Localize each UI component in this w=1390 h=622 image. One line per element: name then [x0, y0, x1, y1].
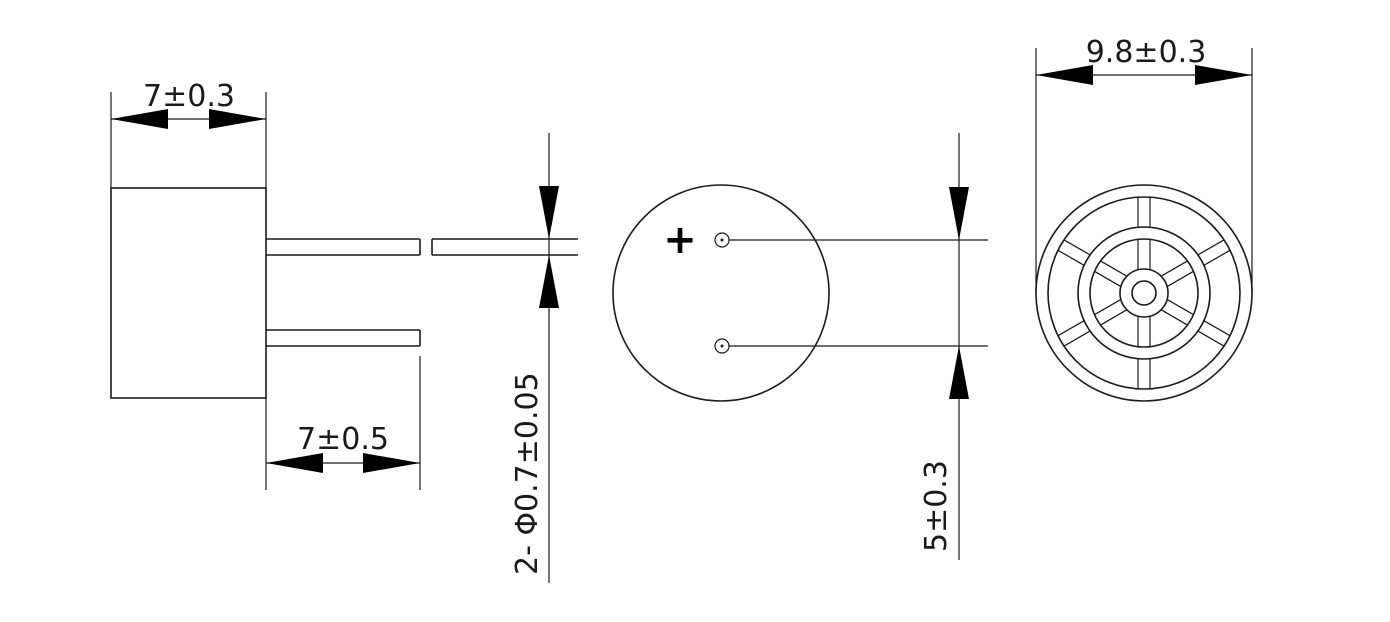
- rib-line-2: [1161, 309, 1189, 326]
- rib-line-1: [1167, 270, 1195, 287]
- inner-rim: [1047, 196, 1241, 390]
- arrow-down: [949, 187, 969, 240]
- arrow-left: [266, 453, 323, 473]
- rib-line-5: [1093, 270, 1121, 287]
- center-boss-outer: [1119, 268, 1169, 318]
- rib-line-4: [1057, 320, 1085, 337]
- upper-pin: [266, 238, 578, 256]
- rib-line-4: [1093, 299, 1121, 316]
- rib-line-2: [1203, 320, 1231, 337]
- arrow-right: [209, 109, 266, 129]
- rib-line-1: [1197, 239, 1225, 256]
- rib-line-2: [1197, 330, 1225, 347]
- rib-line-5: [1099, 260, 1127, 277]
- arrow-up: [949, 346, 969, 399]
- rib-line-4: [1063, 330, 1091, 347]
- side-view: 7±0.3 7±0.5 2- Φ0.7±0.05: [110, 79, 578, 583]
- pin-spacing-dimension: 5±0.3: [919, 133, 969, 560]
- middle-ring-outer: [1077, 226, 1211, 360]
- pin-spacing-label: 5±0.3: [919, 460, 954, 552]
- pin-diameter-label: 2- Φ0.7±0.05: [510, 372, 545, 575]
- body-length-dimension: 7±0.3: [110, 79, 267, 188]
- arrow-down: [539, 186, 559, 239]
- rib-line-2: [1167, 299, 1195, 316]
- arrow-up: [539, 255, 559, 308]
- pin-length-dimension: 7±0.5: [265, 356, 421, 490]
- arrow-left: [1036, 65, 1093, 85]
- pin-diameter-dimension: 2- Φ0.7±0.05: [510, 133, 559, 583]
- rib-line-1: [1161, 260, 1189, 277]
- buzzer-outline-front: [612, 184, 830, 402]
- middle-ring-inner: [1089, 238, 1199, 348]
- polarity-plus-mark: +: [663, 217, 697, 263]
- rib-line-5: [1063, 239, 1091, 256]
- arrow-right: [363, 453, 420, 473]
- support-ribs: [1057, 197, 1231, 389]
- pin-face-view: + 5±0.3: [612, 133, 988, 560]
- top-view: 9.8±0.3: [1035, 35, 1253, 402]
- body-length-label: 7±0.3: [143, 79, 235, 114]
- outer-diameter-dimension: 9.8±0.3: [1035, 35, 1253, 293]
- rib-line-5: [1057, 249, 1085, 266]
- pin-length-label: 7±0.5: [297, 422, 389, 457]
- sound-port-hole: [1131, 280, 1157, 306]
- buzzer-body-side: [110, 187, 267, 399]
- rib-line-4: [1099, 309, 1127, 326]
- lower-pin: [266, 329, 421, 347]
- arrow-right: [1195, 65, 1252, 85]
- outer-diameter-label: 9.8±0.3: [1086, 35, 1207, 70]
- outer-rim: [1035, 184, 1253, 402]
- arrow-left: [111, 109, 168, 129]
- rib-line-1: [1203, 249, 1231, 266]
